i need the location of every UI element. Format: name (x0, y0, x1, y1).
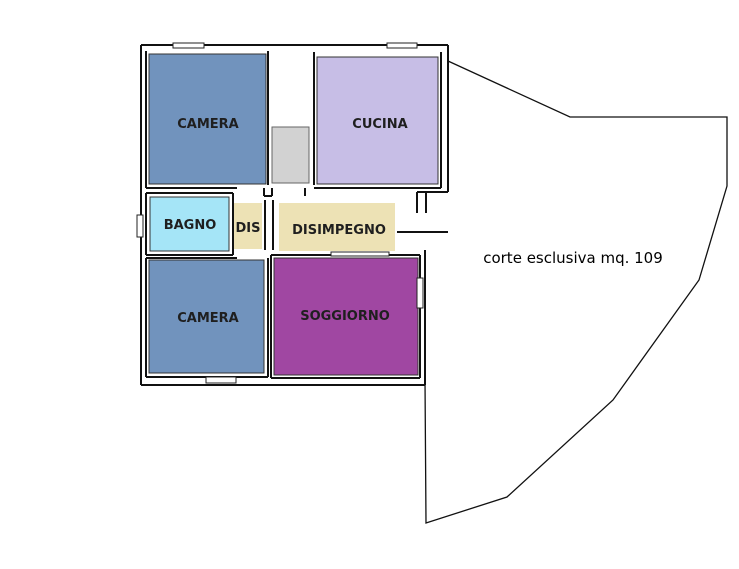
room-camera-bottom[interactable] (148, 259, 265, 374)
room-disimpegno[interactable] (279, 203, 395, 251)
room-dis[interactable] (234, 203, 262, 249)
label-garden: corte esclusiva mq. 109 (483, 249, 663, 267)
label-camera-bottom: CAMERA (177, 311, 239, 326)
room-bagno[interactable] (149, 196, 230, 252)
room-storage (271, 126, 310, 184)
label-bagno: BAGNO (164, 218, 217, 233)
label-soggiorno: SOGGIORNO (300, 309, 390, 324)
room-camera-top[interactable] (148, 53, 267, 185)
label-camera-top: CAMERA (177, 117, 239, 132)
label-cucina: CUCINA (352, 117, 407, 132)
label-disimpegno: DISIMPEGNO (292, 223, 386, 238)
room-soggiorno[interactable] (273, 257, 419, 376)
garden-outline (424, 60, 728, 524)
windows (136, 42, 424, 384)
room-cucina[interactable] (316, 56, 439, 185)
label-dis: DIS (236, 221, 261, 236)
